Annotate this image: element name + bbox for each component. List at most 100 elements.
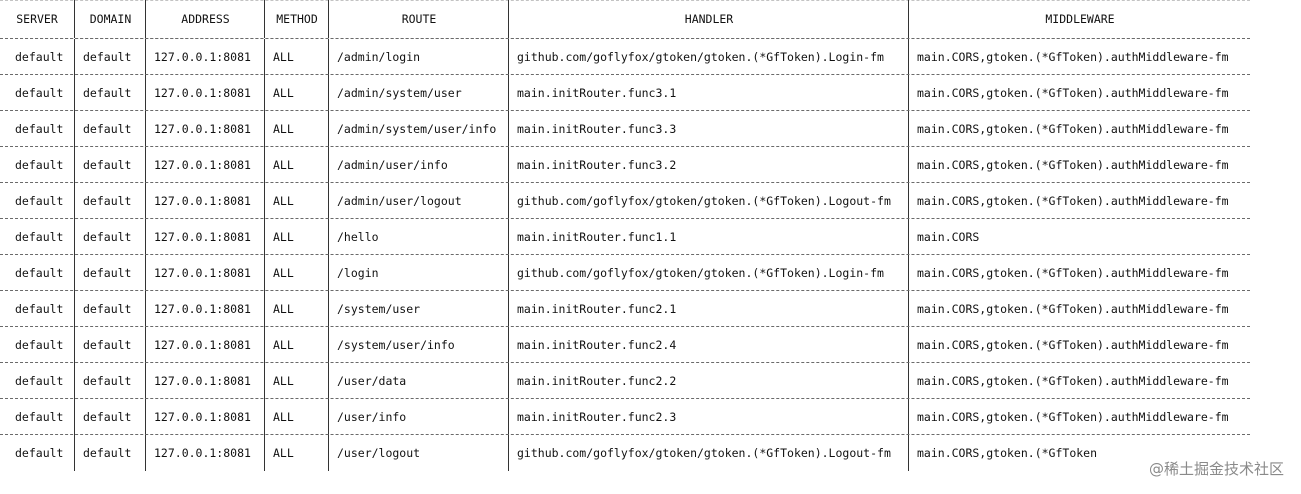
cell-address: 127.0.0.1:8081: [145, 363, 264, 399]
cell-address: 127.0.0.1:8081: [145, 255, 264, 291]
cell-route: /user/logout: [328, 435, 508, 471]
cell-server: default: [15, 50, 64, 64]
cell-handler: github.com/goflyfox/gtoken/gtoken.(*GfTo…: [508, 255, 908, 291]
cell-address: 127.0.0.1:8081: [145, 291, 264, 327]
cell-middleware: main.CORS,gtoken.(*GfToken).authMiddlewa…: [908, 75, 1250, 111]
cell-address: 127.0.0.1:8081: [145, 219, 264, 255]
cell-address: 127.0.0.1:8081: [145, 111, 264, 147]
top-divider: [0, 0, 1250, 2]
cell-middleware: main.CORS,gtoken.(*GfToken: [908, 435, 1250, 471]
cell-address: 127.0.0.1:8081: [145, 183, 264, 219]
cell-address: 127.0.0.1:8081: [145, 399, 264, 435]
cell-middleware: main.CORS,gtoken.(*GfToken).authMiddlewa…: [908, 147, 1250, 183]
cell-handler: github.com/goflyfox/gtoken/gtoken.(*GfTo…: [508, 39, 908, 75]
cell-handler: github.com/goflyfox/gtoken/gtoken.(*GfTo…: [508, 435, 908, 471]
cell-middleware: main.CORS: [908, 219, 1250, 255]
cell-domain: default: [74, 327, 145, 363]
header-domain: DOMAIN: [74, 0, 146, 38]
cell-handler: main.initRouter.func2.4: [508, 327, 908, 363]
cell-address: 127.0.0.1:8081: [145, 39, 264, 75]
cell-route: /system/user/info: [328, 327, 508, 363]
cell-server: default: [15, 230, 64, 244]
cell-method: ALL: [264, 183, 328, 219]
cell-handler: main.initRouter.func3.3: [508, 111, 908, 147]
cell-domain: default: [74, 111, 145, 147]
cell-middleware: main.CORS,gtoken.(*GfToken).authMiddlewa…: [908, 363, 1250, 399]
cell-domain: default: [74, 75, 145, 111]
header-server: SERVER: [16, 12, 58, 26]
cell-handler: main.initRouter.func1.1: [508, 219, 908, 255]
cell-server: default: [15, 266, 64, 280]
cell-route: /admin/login: [328, 39, 508, 75]
cell-middleware: main.CORS,gtoken.(*GfToken).authMiddlewa…: [908, 39, 1250, 75]
cell-domain: default: [74, 291, 145, 327]
cell-method: ALL: [264, 39, 328, 75]
cell-handler: main.initRouter.func2.3: [508, 399, 908, 435]
cell-handler: github.com/goflyfox/gtoken/gtoken.(*GfTo…: [508, 183, 908, 219]
cell-server: default: [15, 86, 64, 100]
cell-address: 127.0.0.1:8081: [145, 327, 264, 363]
cell-route: /admin/user/logout: [328, 183, 508, 219]
cell-domain: default: [74, 147, 145, 183]
cell-server: default: [15, 410, 64, 424]
cell-method: ALL: [264, 147, 328, 183]
cell-route: /login: [328, 255, 508, 291]
header-address: ADDRESS: [145, 0, 265, 38]
cell-method: ALL: [264, 435, 328, 471]
cell-domain: default: [74, 183, 145, 219]
cell-middleware: main.CORS,gtoken.(*GfToken).authMiddlewa…: [908, 291, 1250, 327]
cell-route: /admin/system/user/info: [328, 111, 508, 147]
cell-handler: main.initRouter.func2.1: [508, 291, 908, 327]
header-method: METHOD: [264, 0, 329, 38]
watermark: @稀土掘金技术社区: [1145, 457, 1287, 480]
cell-route: /hello: [328, 219, 508, 255]
cell-middleware: main.CORS,gtoken.(*GfToken).authMiddlewa…: [908, 183, 1250, 219]
cell-route: /system/user: [328, 291, 508, 327]
cell-method: ALL: [264, 255, 328, 291]
cell-server: default: [15, 374, 64, 388]
cell-route: /admin/user/info: [328, 147, 508, 183]
header-middleware: MIDDLEWARE: [908, 0, 1251, 38]
cell-domain: default: [74, 39, 145, 75]
cell-method: ALL: [264, 219, 328, 255]
table-header: SERVER DOMAIN ADDRESS METHOD ROUTE HANDL…: [0, 0, 1250, 39]
header-handler: HANDLER: [508, 0, 909, 38]
cell-method: ALL: [264, 75, 328, 111]
cell-domain: default: [74, 399, 145, 435]
header-route: ROUTE: [328, 0, 509, 38]
cell-domain: default: [74, 255, 145, 291]
cell-middleware: main.CORS,gtoken.(*GfToken).authMiddlewa…: [908, 327, 1250, 363]
cell-domain: default: [74, 219, 145, 255]
cell-handler: main.initRouter.func3.2: [508, 147, 908, 183]
cell-middleware: main.CORS,gtoken.(*GfToken).authMiddlewa…: [908, 399, 1250, 435]
cell-server: default: [15, 194, 64, 208]
cell-domain: default: [74, 435, 145, 471]
cell-address: 127.0.0.1:8081: [145, 147, 264, 183]
cell-method: ALL: [264, 111, 328, 147]
cell-method: ALL: [264, 327, 328, 363]
cell-route: /user/info: [328, 399, 508, 435]
cell-server: default: [15, 302, 64, 316]
cell-route: /user/data: [328, 363, 508, 399]
cell-server: default: [15, 338, 64, 352]
cell-method: ALL: [264, 291, 328, 327]
cell-route: /admin/system/user: [328, 75, 508, 111]
cell-domain: default: [74, 363, 145, 399]
cell-server: default: [15, 122, 64, 136]
cell-address: 127.0.0.1:8081: [145, 435, 264, 471]
cell-server: default: [15, 158, 64, 172]
cell-method: ALL: [264, 399, 328, 435]
cell-middleware: main.CORS,gtoken.(*GfToken).authMiddlewa…: [908, 255, 1250, 291]
cell-handler: main.initRouter.func3.1: [508, 75, 908, 111]
